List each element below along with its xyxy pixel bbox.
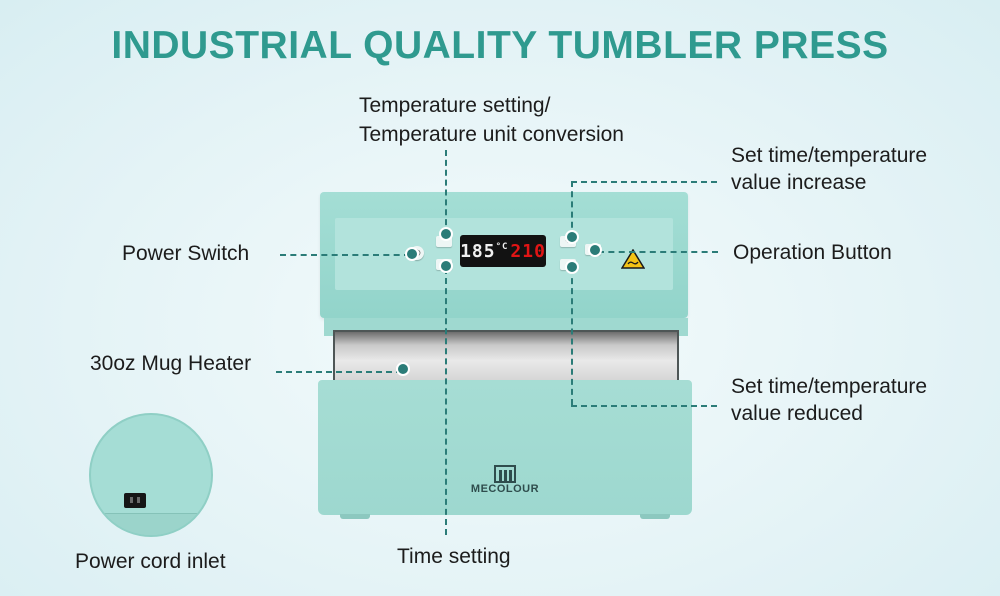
leader-power-switch	[280, 254, 410, 256]
label-operation-button: Operation Button	[733, 241, 892, 264]
brand-name: MECOLOUR	[470, 483, 540, 495]
label-increase-line1: Set time/temperature	[731, 144, 928, 167]
power-cord-inlet-socket	[124, 493, 146, 508]
label-increase-line2: value increase	[731, 171, 867, 194]
marker-operation-button	[588, 243, 602, 257]
lcd-display: 185 °C 210	[460, 235, 546, 267]
label-time-setting: Time setting	[397, 545, 511, 568]
leader-time-setting	[445, 268, 447, 535]
marker-time-setting	[439, 259, 453, 273]
label-temperature-setting: Temperature setting/	[359, 94, 551, 117]
page-title: INDUSTRIAL QUALITY TUMBLER PRESS	[111, 24, 889, 67]
marker-mug-heater	[396, 362, 410, 376]
warning-hot-surface-icon	[621, 249, 645, 269]
foot-right	[640, 514, 670, 519]
brand-logo-icon	[494, 465, 516, 483]
marker-power-switch	[405, 247, 419, 261]
label-temperature-unit: Temperature unit conversion	[359, 123, 624, 146]
label-power-cord-inlet: Power cord inlet	[75, 550, 226, 573]
label-mug-heater: 30oz Mug Heater	[90, 352, 252, 375]
leader-temperature-setting	[445, 150, 447, 235]
leader-increase-horizontal	[571, 181, 717, 183]
press-base-housing	[318, 380, 692, 515]
display-time: 210	[510, 240, 546, 262]
inlet-pin-left	[130, 497, 133, 503]
temperature-setting-button[interactable]	[436, 236, 452, 247]
closeup-base-edge	[91, 513, 211, 535]
display-temperature: 185	[460, 240, 496, 262]
inlet-pin-right	[137, 497, 140, 503]
leader-reduce-vertical	[571, 268, 573, 405]
display-unit: °C	[495, 242, 509, 252]
leader-reduce-horizontal	[571, 405, 717, 407]
leader-operation-button	[598, 251, 718, 253]
foot-left	[340, 514, 370, 519]
label-power-switch: Power Switch	[122, 242, 250, 265]
label-reduce-line1: Set time/temperature	[731, 375, 928, 398]
marker-temperature-setting	[439, 227, 453, 241]
mug-heater-element	[333, 330, 679, 386]
leader-mug-heater	[276, 371, 402, 373]
marker-increase	[565, 230, 579, 244]
label-reduce-line2: value reduced	[731, 402, 863, 425]
marker-reduce	[565, 260, 579, 274]
leader-increase-vertical	[571, 181, 573, 238]
power-inlet-closeup	[89, 413, 213, 537]
